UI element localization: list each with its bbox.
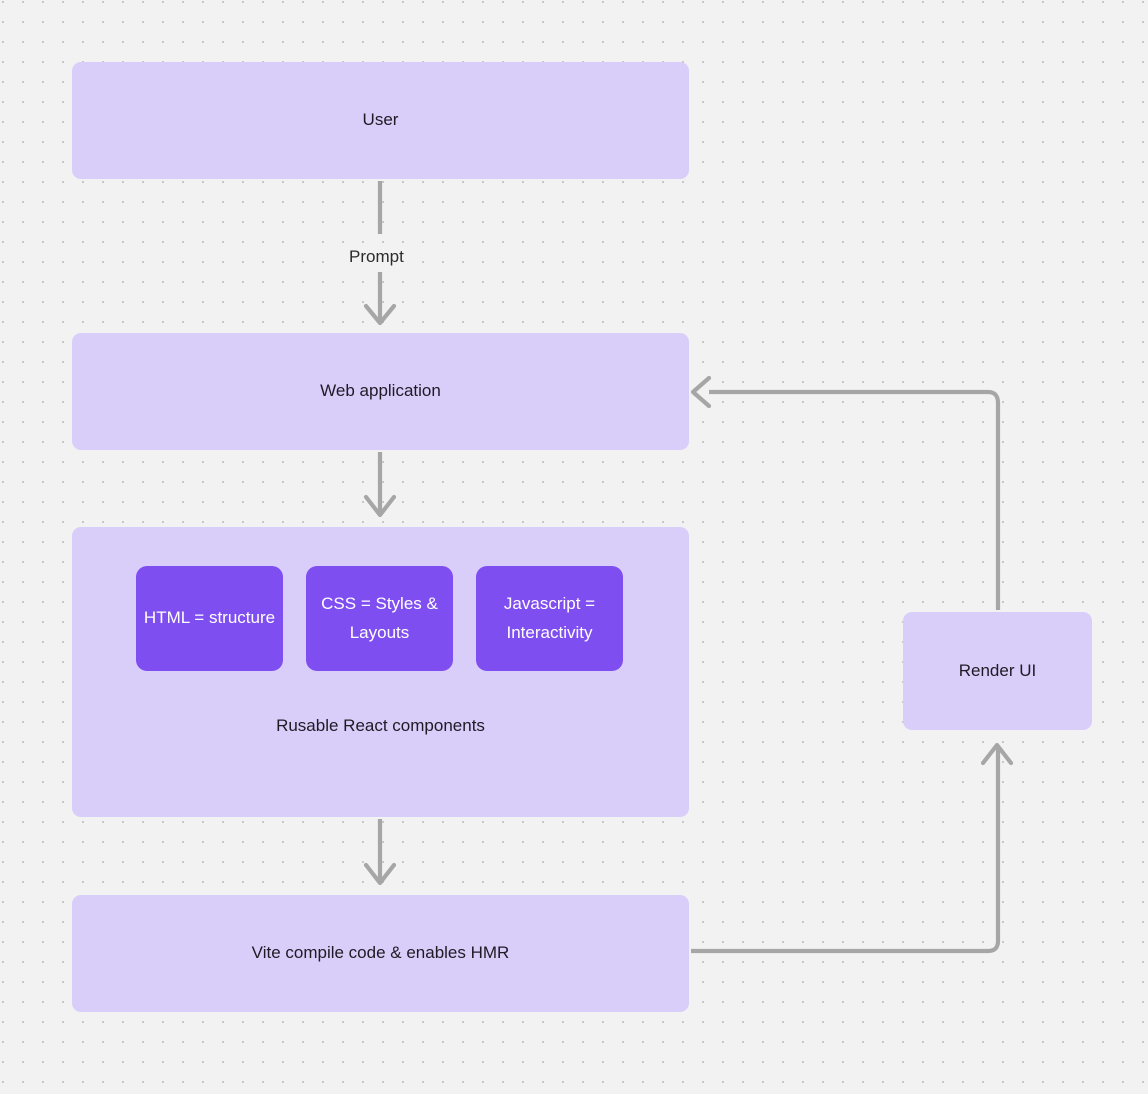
- edge-components-to-vite: [363, 819, 397, 886]
- chip-javascript-label: Javascript = Interactivity: [503, 593, 596, 642]
- chip-css-label: CSS = Styles & Layouts: [321, 593, 438, 642]
- chip-html-label: HTML = structure: [143, 608, 276, 628]
- node-vite[interactable]: Vite compile code & enables HMR: [72, 895, 689, 1012]
- node-render-ui-label: Render UI: [958, 660, 1037, 680]
- chips-row: HTML = structure CSS = Styles & Layouts …: [136, 566, 623, 671]
- node-web-application-label: Web application: [320, 381, 441, 401]
- edge-webapp-to-components: [363, 452, 397, 518]
- node-user-label: User: [362, 110, 399, 130]
- node-user[interactable]: User: [72, 62, 689, 179]
- components-group-caption: Rusable React components: [276, 716, 485, 735]
- edge-render-to-webapp: [690, 375, 1001, 610]
- chip-html[interactable]: HTML = structure: [136, 566, 283, 671]
- node-web-application[interactable]: Web application: [72, 333, 689, 450]
- edge-user-to-webapp-lower: [363, 272, 397, 326]
- node-components-group[interactable]: HTML = structure CSS = Styles & Layouts …: [72, 527, 689, 817]
- node-render-ui[interactable]: Render UI: [903, 612, 1092, 730]
- edge-vite-to-render: [691, 742, 1014, 954]
- chip-javascript[interactable]: Javascript = Interactivity: [476, 566, 623, 671]
- chip-css[interactable]: CSS = Styles & Layouts: [306, 566, 453, 671]
- node-vite-label: Vite compile code & enables HMR: [251, 943, 510, 963]
- edge-label-prompt: Prompt: [342, 246, 411, 268]
